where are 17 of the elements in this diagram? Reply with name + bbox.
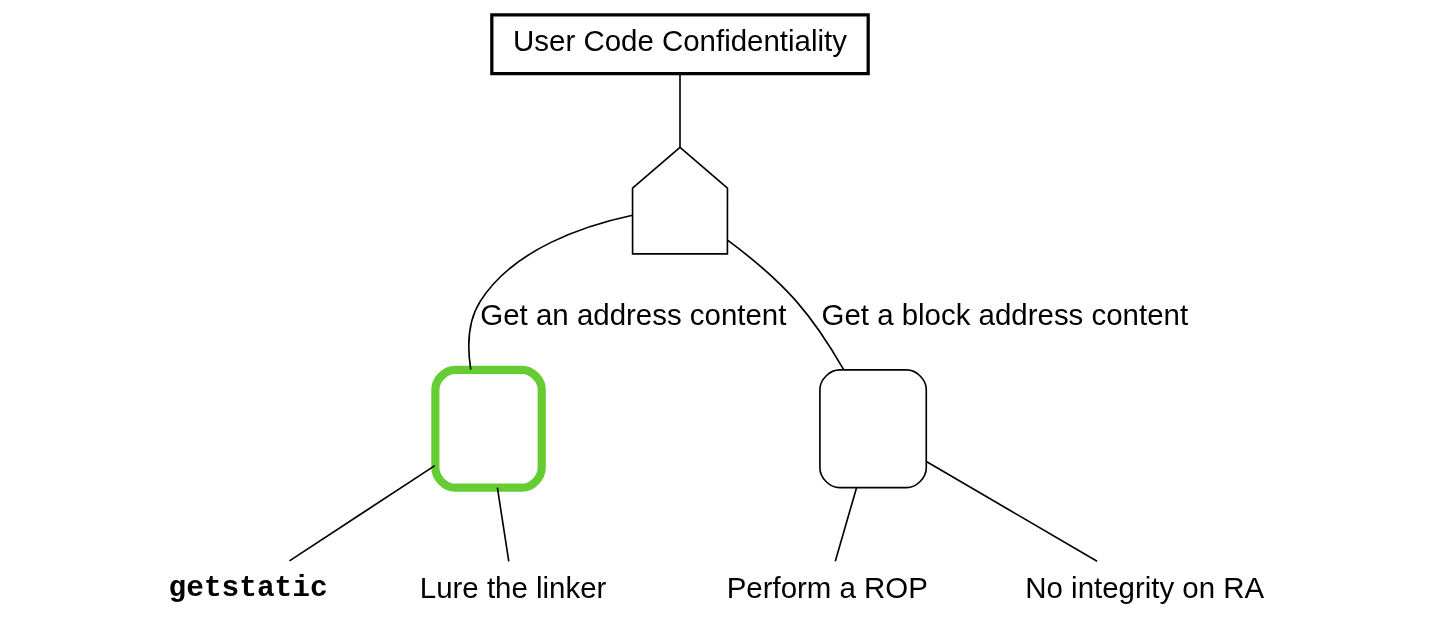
connector (288, 464, 436, 562)
connector (726, 239, 844, 371)
node-text: Perform a ROP (726, 570, 928, 604)
node-box: User Code Confidentiality (489, 13, 870, 76)
connector (496, 486, 510, 563)
node-text: No integrity on RA (1024, 570, 1264, 604)
node-text: getstatic (168, 571, 328, 606)
connector (467, 214, 633, 371)
edge-label: Get a block address content (821, 297, 1188, 331)
connector (834, 486, 857, 563)
node-gate (818, 369, 927, 489)
connector (678, 73, 681, 148)
edge-label: Get an address content (479, 297, 786, 331)
node-gate (430, 365, 546, 492)
node-gate (631, 146, 728, 255)
node-text: Lure the linker (419, 570, 606, 604)
connector (925, 460, 1098, 563)
